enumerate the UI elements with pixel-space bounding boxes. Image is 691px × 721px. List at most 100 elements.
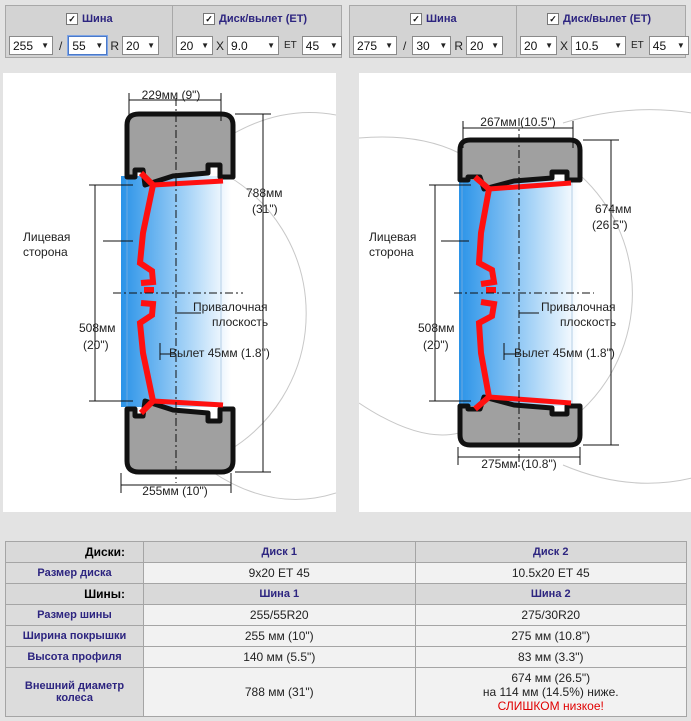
tire1-header: Шина 1 [143,583,416,605]
wheel1-header: Диск 1 [143,541,416,563]
tires-header-row: Шины: Шина 1 Шина 2 [5,583,687,605]
dropdown-arrow-icon: ▼ [147,41,156,50]
outer-diameter-mm: 674мм [595,202,632,216]
rim-diameter-in: (20") [423,338,449,352]
tire-size-label: Размер шины [5,604,144,626]
left-tire-checkbox[interactable]: ✓ [66,13,78,25]
table-row: Высота профиля 140 мм (5.5") 83 мм (3.3"… [5,646,687,668]
toolbar-divider [516,6,517,57]
right-wheel-label: Диск/вылет (ET) [563,13,652,25]
dropdown-arrow-icon: ▼ [491,41,500,50]
left-rim-width-select[interactable]: 9.0▼ [227,36,280,55]
right-tire-checkbox[interactable]: ✓ [410,13,422,25]
left-wheel-header: ✓ Диск/вылет (ET) [203,11,307,27]
rim-diameter-mm: 508мм [418,321,455,335]
tire2-header: Шина 2 [414,583,687,605]
tire-width-label: 275мм (10.8") [481,457,556,471]
mounting-plane-label-1: Привалочная [541,300,616,314]
et-label: ET [631,40,644,51]
mounting-plane-label-1: Привалочная [193,300,268,314]
table-row: Внешний диаметр колеса 788 мм (31") 674 … [5,667,687,717]
tire-top [457,137,583,192]
guide-arc [227,175,307,452]
right-config-toolbar: ✓ Шина ✓ Диск/вылет (ET) 275▼ / 30▼ R 20… [349,5,689,58]
wheel-size-2: 10.5x20 ET 45 [414,562,687,584]
tread-width-label: Ширина покрышки [5,625,144,647]
left-tire-rim-select[interactable]: 20▼ [122,36,160,55]
right-tire-selects: 275▼ / 30▼ R 20▼ [353,35,504,56]
r-label: R [454,38,464,53]
wheels-header-row: Диски: Диск 1 Диск 2 [5,541,687,563]
left-et-select[interactable]: 45▼ [301,36,342,55]
wheels-header: Диски: [5,541,144,563]
outer-diameter-2-diff: на 114 мм (14.5%) ниже. [482,685,619,699]
tire-size-1: 255/55R20 [143,604,416,626]
x-label: X [216,38,225,53]
right-wheel-diagram: 267мм (10.5") 275мм (10.8") 674мм (26.5"… [358,73,691,512]
tires-header: Шины: [5,583,144,605]
left-tire-selects: 255▼ / 55▼ R 20▼ [9,35,160,56]
right-wheel-drawing: 267мм (10.5") 275мм (10.8") 674мм (26.5"… [358,109,691,484]
face-side-label-1: Лицевая [369,230,416,244]
left-tire-width-select[interactable]: 255▼ [9,36,53,55]
right-wheel-selects: 20▼ X 10.5▼ ET 45▼ [520,35,689,56]
profile-height-label: Высота профиля [5,646,144,668]
right-rim-width-select[interactable]: 10.5▼ [571,36,627,55]
left-tire-label: Шина [82,13,113,25]
dropdown-arrow-icon: ▼ [329,41,338,50]
left-config-toolbar: ✓ Шина ✓ Диск/вылет (ET) 255▼ / 55▼ R 20… [5,5,342,58]
right-tire-rim-select[interactable]: 20▼ [466,36,504,55]
r-label: R [110,38,120,53]
dropdown-arrow-icon: ▼ [614,41,623,50]
dropdown-arrow-icon: ▼ [267,41,276,50]
table-row: Ширина покрышки 255 мм (10") 275 мм (10.… [5,625,687,647]
tire-bottom [124,398,236,475]
rim-width-label: 229мм (9") [142,88,201,102]
offset-label: Вылет 45мм (1.8") [514,346,615,360]
slash-label: / [403,38,407,53]
rim-width-label: 267мм (10.5") [480,115,555,129]
left-wheel-checkbox[interactable]: ✓ [203,13,215,25]
right-tire-profile-select[interactable]: 30▼ [412,36,452,55]
face-side-label-1: Лицевая [23,230,70,244]
mounting-plane-label-2: плоскость [212,315,268,329]
wheel-size-1: 9x20 ET 45 [143,562,416,584]
right-et-select[interactable]: 45▼ [648,36,689,55]
tire-bottom [457,394,583,448]
outer-diameter-in: (31") [252,202,278,216]
outer-diameter-2: 674 мм (26.5") на 114 мм (14.5%) ниже. С… [414,667,687,717]
right-tire-label: Шина [426,13,457,25]
left-wheel-label: Диск/вылет (ET) [219,13,308,25]
right-rim-diameter-select[interactable]: 20▼ [520,36,557,55]
x-label: X [560,38,569,53]
rim-diameter-mm: 508мм [79,321,116,335]
tread-width-1: 255 мм (10") [143,625,416,647]
comparison-table: Диски: Диск 1 Диск 2 Размер диска 9x20 E… [5,541,687,717]
left-rim-diameter-select[interactable]: 20▼ [176,36,213,55]
mounting-plane-label-2: плоскость [560,315,616,329]
dropdown-arrow-icon: ▼ [201,41,209,50]
right-tire-width-select[interactable]: 275▼ [353,36,397,55]
profile-height-2: 83 мм (3.3") [414,646,687,668]
right-wheel-header: ✓ Диск/вылет (ET) [547,11,651,27]
tire-width-label: 255мм (10") [142,484,207,498]
left-wheel-diagram: 229мм (9") 255мм (10") 788мм (31") 508мм… [3,73,337,512]
et-label: ET [284,40,297,51]
left-tire-header: ✓ Шина [66,11,113,27]
dropdown-arrow-icon: ▼ [676,41,685,50]
dropdown-arrow-icon: ▼ [385,41,393,50]
face-side-label-2: сторона [369,245,414,259]
dropdown-arrow-icon: ▼ [545,41,553,50]
table-row: Размер диска 9x20 ET 45 10.5x20 ET 45 [5,562,687,584]
tread-width-2: 275 мм (10.8") [414,625,687,647]
outer-diameter-mm: 788мм [246,186,283,200]
face-side-label-2: сторона [23,245,68,259]
left-wheel-selects: 20▼ X 9.0▼ ET 45▼ [176,35,342,56]
outer-diameter-in: (26.5") [592,218,628,232]
profile-height-1: 140 мм (5.5") [143,646,416,668]
outer-diameter-warning: СЛИШКОМ низкое! [497,699,604,713]
left-tire-profile-select[interactable]: 55▼ [68,36,108,55]
outer-diameter-2-value: 674 мм (26.5") [511,671,591,685]
wheel2-header: Диск 2 [414,541,687,563]
right-wheel-checkbox[interactable]: ✓ [547,13,559,25]
